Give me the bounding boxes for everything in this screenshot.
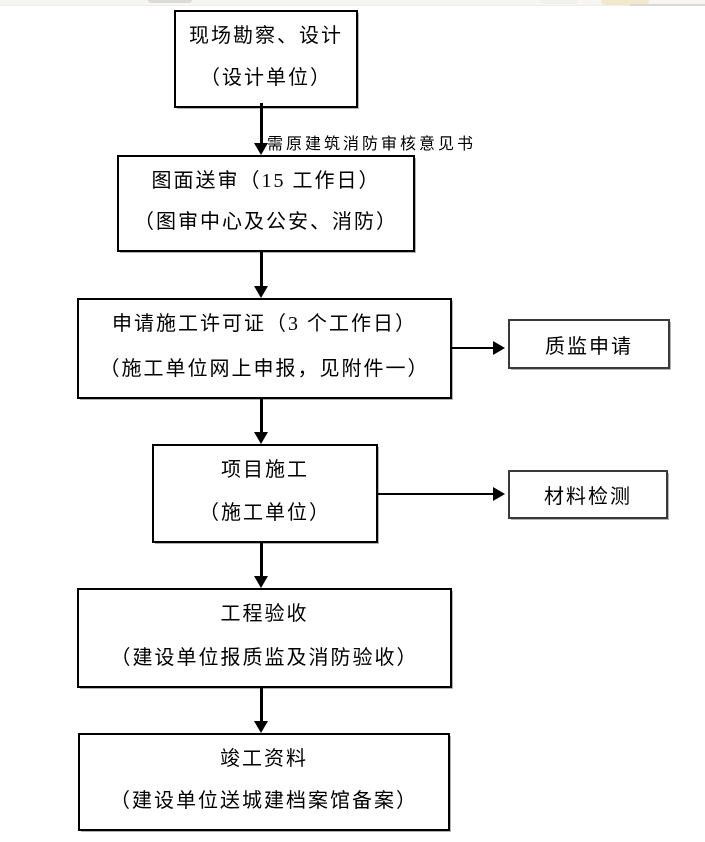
arrow-down-4-line <box>260 543 263 577</box>
node-text-line: （建设单位送城建档案馆备案） <box>110 790 418 812</box>
window-top-edge <box>0 0 705 6</box>
node-text-line: （施工单位网上申报，见附件一） <box>99 358 430 380</box>
arrow-right-2-head <box>493 487 505 501</box>
arrow-down-2-line <box>260 252 263 287</box>
flow-node-drawing-review: 图面送审（15 工作日） （图审中心及公安、消防） <box>117 155 415 252</box>
node-text-line: 项目施工 <box>221 459 309 481</box>
node-text-line: 现场勘察、设计 <box>189 25 343 47</box>
flow-node-construction-permit: 申请施工许可证（3 个工作日） （施工单位网上申报，见附件一） <box>77 298 452 399</box>
arrow-right-1-head <box>493 341 505 355</box>
flow-node-quality-supervision: 质监申请 <box>508 319 670 369</box>
flow-node-project-acceptance: 工程验收 （建设单位报质监及消防验收） <box>77 588 452 688</box>
arrow-right-1-line <box>452 347 494 349</box>
arrow-down-1-head <box>254 143 268 155</box>
arrow-down-3-head <box>254 432 268 444</box>
flow-node-project-construction: 项目施工 （施工单位） <box>152 444 378 543</box>
edge-annotation: 需原建筑消防审核意见书 <box>267 136 477 153</box>
flow-node-completion-archives: 竣工资料 （建设单位送城建档案馆备案） <box>78 733 450 831</box>
toolbar-fragment <box>540 0 578 4</box>
arrow-down-5-head <box>254 721 268 733</box>
node-text-line: （施工单位） <box>199 502 331 524</box>
node-text-line: 竣工资料 <box>220 748 308 770</box>
arrow-right-2-line <box>378 493 494 495</box>
arrow-down-4-head <box>254 576 268 588</box>
edge-line <box>630 4 705 6</box>
node-text-line: （图审中心及公安、消防） <box>134 211 398 233</box>
flow-node-survey: 现场勘察、设计 （设计单位） <box>174 10 358 108</box>
node-text-line: （建设单位报质监及消防验收） <box>110 647 419 669</box>
arrow-down-3-line <box>260 399 263 433</box>
arrow-down-1-line <box>260 103 263 144</box>
node-text-line: （设计单位） <box>200 67 332 89</box>
tab-fragment <box>601 0 649 5</box>
flow-node-material-testing: 材料检测 <box>508 470 668 519</box>
node-text-line: 质监申请 <box>545 335 633 358</box>
arrow-down-2-head <box>254 286 268 298</box>
node-text-line: 图面送审（15 工作日） <box>151 170 381 192</box>
node-text-line: 工程验收 <box>220 603 309 625</box>
node-text-line: 材料检测 <box>544 486 632 508</box>
arrow-down-5-line <box>260 688 263 722</box>
node-text-line: 申请施工许可证（3 个工作日） <box>112 313 417 335</box>
toolbar-fragment <box>148 0 192 3</box>
